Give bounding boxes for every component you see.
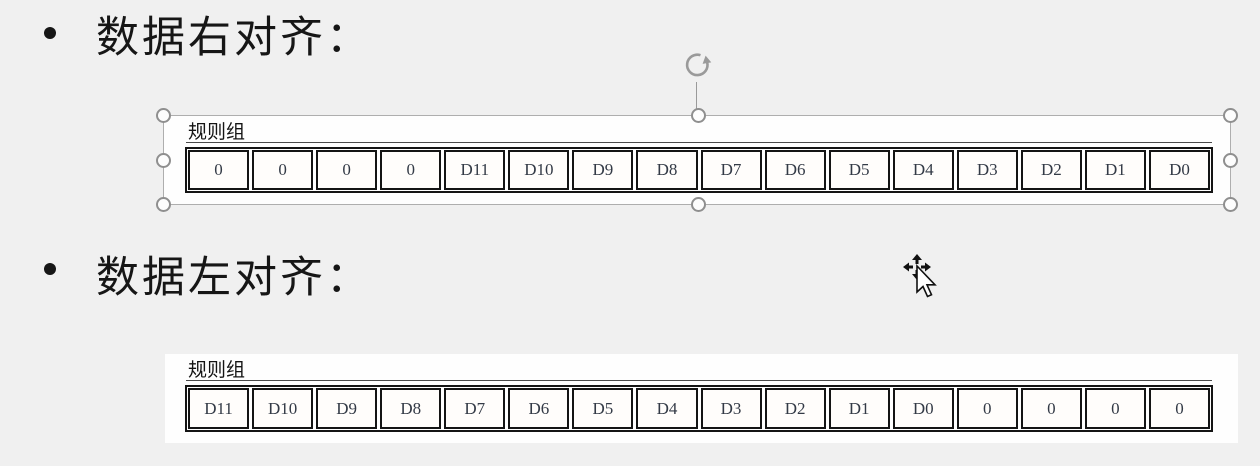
- bit-cell: D9: [572, 150, 634, 190]
- selection-handle-top-left[interactable]: [156, 108, 171, 123]
- selection-handle-top-right[interactable]: [1223, 108, 1238, 123]
- group-label: 规则组: [188, 122, 246, 143]
- bit-cell: D7: [444, 388, 506, 429]
- bit-cell: D8: [636, 150, 698, 190]
- bit-cell: D2: [1020, 150, 1082, 190]
- bit-cell: D5: [572, 388, 634, 429]
- bit-cell: D5: [828, 150, 890, 190]
- bit-cell: D11: [444, 150, 506, 190]
- rotate-handle-stem: [696, 82, 697, 110]
- bit-cell: 0: [1148, 388, 1210, 429]
- move-cursor-icon: [898, 252, 938, 311]
- bullet-dot: [44, 27, 56, 39]
- bit-cell: D11: [188, 388, 250, 429]
- bit-cell: D3: [956, 150, 1018, 190]
- bit-cell: 0: [380, 150, 442, 190]
- bit-cell: D1: [828, 388, 890, 429]
- bit-cell: 0: [956, 388, 1018, 429]
- bullet-text-left-align: 数据左对齐：: [96, 254, 372, 302]
- bit-cell: D9: [316, 388, 378, 429]
- bullet-text-right-align: 数据右对齐：: [96, 14, 372, 62]
- bit-cell: D1: [1084, 150, 1146, 190]
- selection-handle-top-center[interactable]: [691, 108, 706, 123]
- bit-cell: D8: [380, 388, 442, 429]
- bit-cell: 0: [1020, 388, 1082, 429]
- bullet-dot: [44, 263, 56, 275]
- group-label-rule: [186, 142, 1212, 143]
- group-label-rule: [186, 380, 1212, 381]
- bit-cell: D4: [892, 150, 954, 190]
- group-label: 规则组: [188, 360, 246, 381]
- bit-cell: D0: [892, 388, 954, 429]
- bit-cell: D2: [764, 388, 826, 429]
- bit-cell: 0: [316, 150, 378, 190]
- bit-cell: D10: [252, 388, 314, 429]
- selection-handle-middle-left[interactable]: [156, 153, 171, 168]
- bit-cell: D0: [1148, 150, 1210, 190]
- bit-cell: D3: [700, 388, 762, 429]
- bit-cell: D4: [636, 388, 698, 429]
- bit-cell: D6: [508, 388, 570, 429]
- bit-cell: 0: [1084, 388, 1146, 429]
- rotate-handle-icon[interactable]: [682, 50, 712, 85]
- selection-handle-bottom-left[interactable]: [156, 197, 171, 212]
- bit-cell: D10: [508, 150, 570, 190]
- bit-cell: 0: [252, 150, 314, 190]
- bit-cell: D7: [700, 150, 762, 190]
- bit-cell: D6: [764, 150, 826, 190]
- selection-handle-bottom-center[interactable]: [691, 197, 706, 212]
- selection-handle-bottom-right[interactable]: [1223, 197, 1238, 212]
- bit-cell: 0: [188, 150, 250, 190]
- selection-handle-middle-right[interactable]: [1223, 153, 1238, 168]
